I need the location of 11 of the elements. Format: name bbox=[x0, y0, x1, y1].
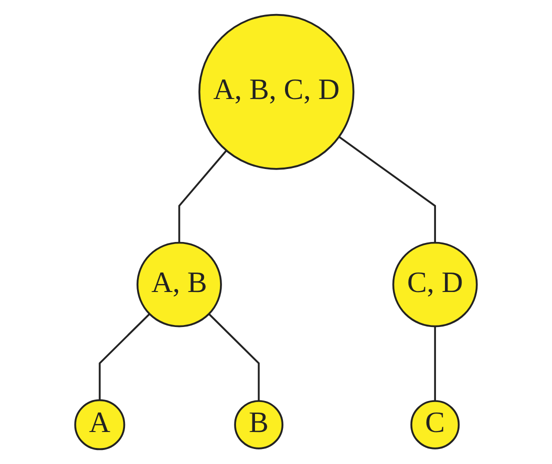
node-circle: A bbox=[74, 399, 126, 450]
node-circle: A, B bbox=[136, 242, 222, 328]
connector bbox=[338, 136, 436, 243]
connector bbox=[98, 313, 150, 400]
connector bbox=[178, 150, 228, 243]
node-circle: A, B, C, D bbox=[198, 14, 354, 170]
connector bbox=[208, 313, 260, 401]
connector bbox=[434, 326, 436, 401]
node-circle: B bbox=[234, 400, 284, 450]
node-circle: C, D bbox=[392, 242, 478, 328]
node-circle: C bbox=[410, 400, 460, 450]
